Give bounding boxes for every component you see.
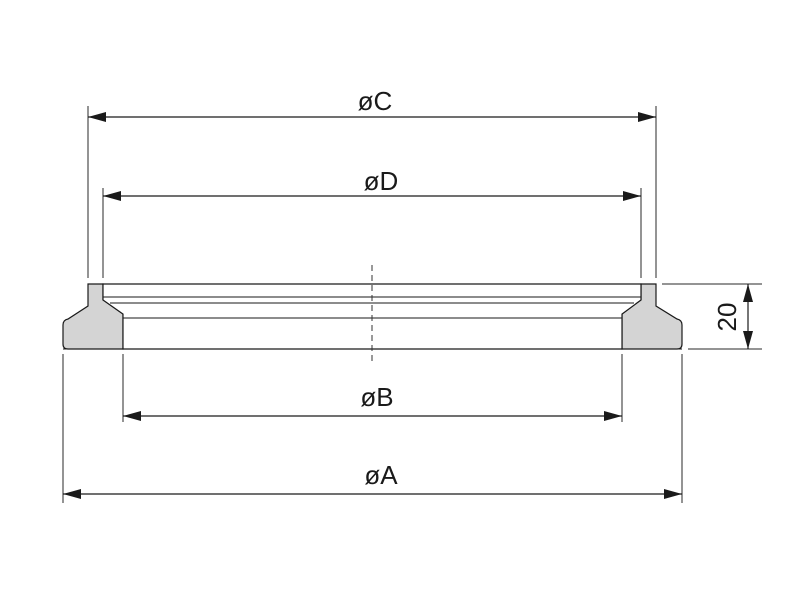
dim-a-arrow-left (63, 489, 81, 499)
dimension-c: øC (88, 86, 656, 122)
dim-a-label: øA (364, 460, 398, 490)
dim-b-label: øB (360, 382, 393, 412)
dim-h-arrow-top (743, 284, 753, 302)
dim-h-label: 20 (712, 303, 742, 332)
dim-b-arrow-right (604, 411, 622, 421)
dimension-a: øA (63, 460, 682, 499)
dim-b-arrow-left (123, 411, 141, 421)
dim-a-arrow-right (664, 489, 682, 499)
extension-lines (62, 106, 762, 503)
dim-d-arrow-right (623, 191, 641, 201)
dim-c-arrow-left (88, 112, 106, 122)
dimension-d: øD (103, 166, 641, 201)
dimension-height: 20 (712, 284, 753, 349)
dimension-b: øB (123, 382, 622, 421)
dim-d-arrow-left (103, 191, 121, 201)
dim-c-arrow-right (638, 112, 656, 122)
dim-h-arrow-bottom (743, 331, 753, 349)
dim-d-label: øD (364, 166, 399, 196)
dim-c-label: øC (358, 86, 393, 116)
